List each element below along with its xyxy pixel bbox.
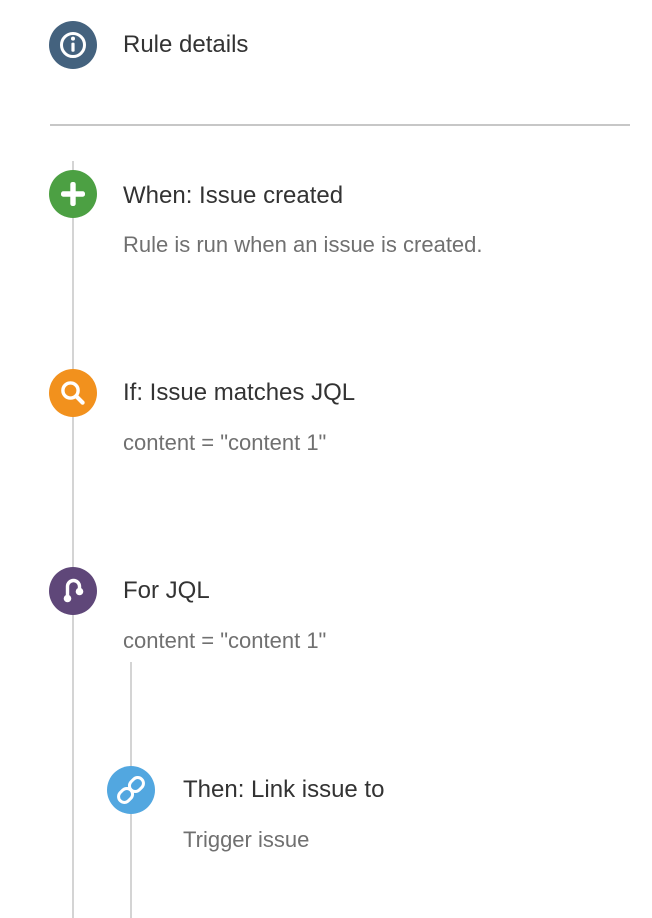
component-title: When: Issue created (123, 182, 344, 209)
search-icon-circle (49, 369, 97, 417)
page-title: Rule details (123, 31, 249, 58)
branch-icon (49, 567, 97, 615)
component-title: For JQL (123, 577, 210, 604)
component-title: If: Issue matches JQL (123, 379, 356, 406)
search-icon (49, 369, 97, 417)
component-jql: content = "content 1" (123, 430, 327, 455)
link-icon (107, 766, 155, 814)
component-jql: content = "content 1" (123, 628, 327, 653)
component-subtitle: Rule is run when an issue is created. (123, 232, 483, 257)
component-subtitle: Trigger issue (183, 827, 310, 852)
plus-icon (49, 170, 97, 218)
divider (50, 124, 630, 126)
component-title: Then: Link issue to (183, 776, 385, 803)
branch-icon-circle (49, 567, 97, 615)
connector-line-main (72, 161, 74, 918)
info-icon (49, 21, 97, 69)
